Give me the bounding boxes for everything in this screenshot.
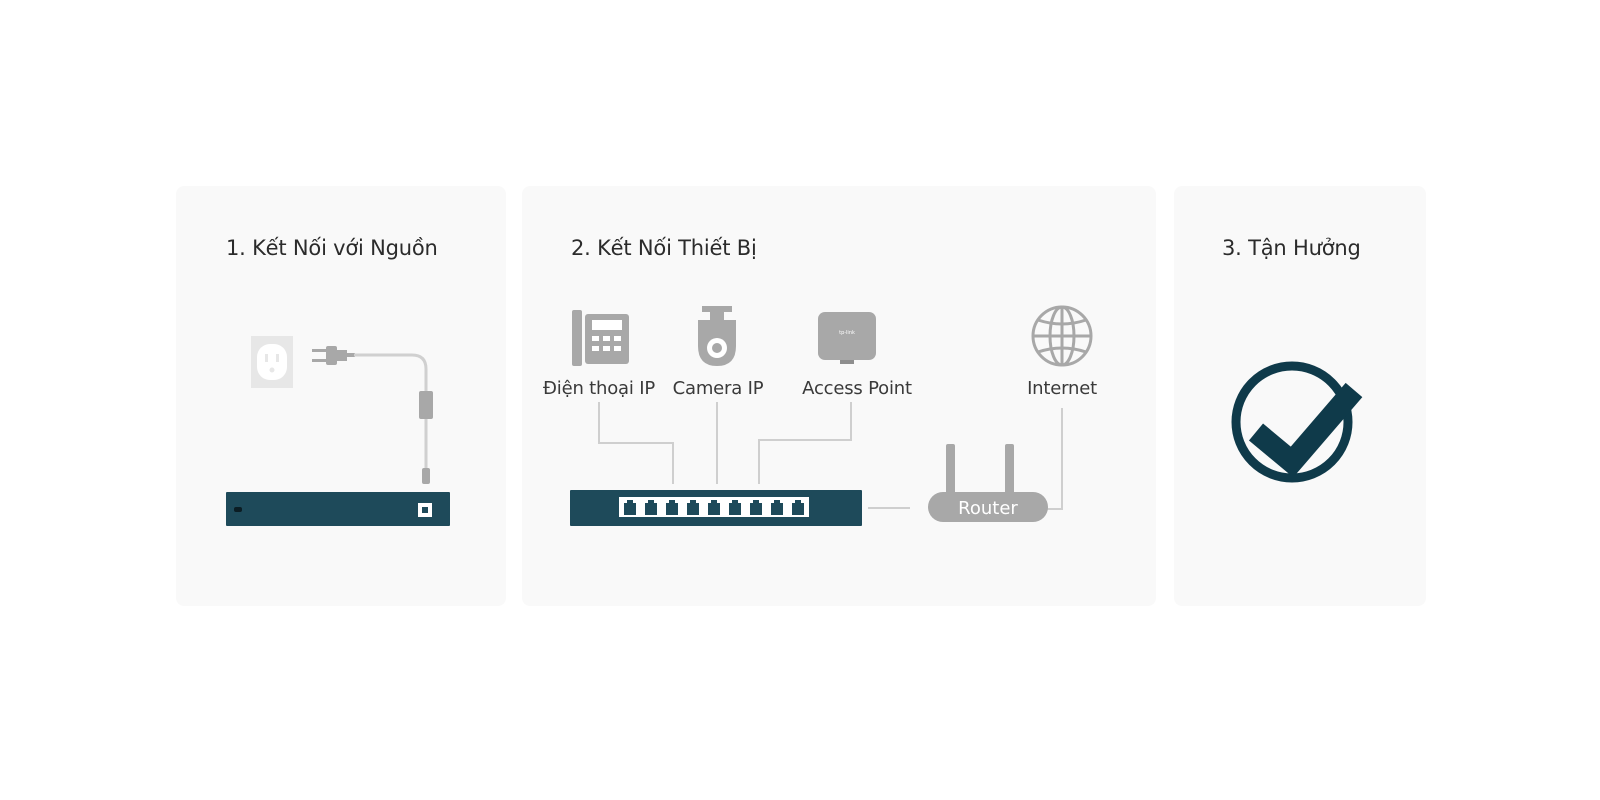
connection-lines (598, 402, 1063, 510)
devices-illustration: tp-link (570, 305, 1093, 526)
power-cable (354, 353, 428, 391)
label-ip-phone: Điện thoại IP (543, 378, 655, 399)
step-2-title: 2. Kết Nối Thiết Bị (571, 236, 757, 260)
access-point-icon: tp-link (818, 312, 876, 364)
check-circle-icon (1231, 361, 1363, 483)
power-illustration (226, 336, 450, 526)
ip-phone-icon (572, 310, 629, 366)
plug-icon (312, 346, 355, 365)
label-access-point: Access Point (802, 378, 912, 399)
panel-connect-devices: 2. Kết Nối Thiết Bị (522, 186, 1156, 606)
switch-front-icon (570, 490, 862, 526)
cable-ferrite (419, 391, 433, 419)
ip-camera-icon (698, 306, 736, 366)
panel-enjoy: 3. Tận Hưởng (1174, 186, 1426, 606)
label-internet: Internet (1027, 378, 1097, 399)
panel-connect-power: 1. Kết Nối với Nguồn (176, 186, 506, 606)
step-3-title: 3. Tận Hưởng (1222, 236, 1361, 260)
step-1-title: 1. Kết Nối với Nguồn (226, 236, 438, 260)
switch-rear-icon (226, 492, 450, 526)
router-icon (928, 444, 1048, 522)
globe-icon (1031, 305, 1093, 367)
label-router: Router (958, 498, 1018, 519)
label-ip-camera: Camera IP (672, 378, 764, 399)
power-outlet-icon (251, 336, 293, 388)
svg-text:tp-link: tp-link (839, 330, 855, 336)
